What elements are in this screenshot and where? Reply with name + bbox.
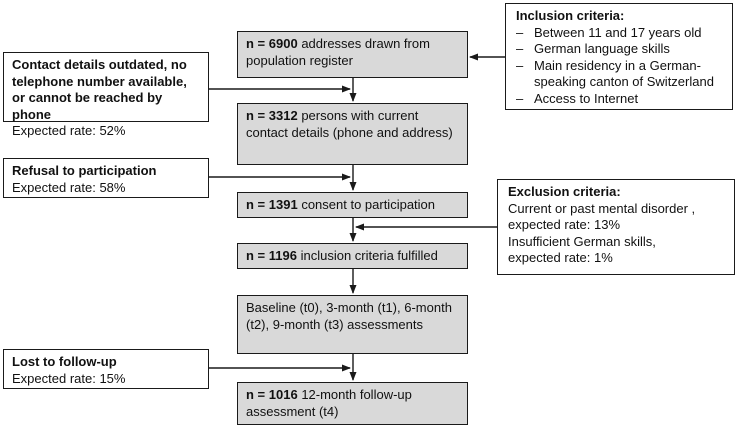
flow-box-label: inclusion criteria fulfilled	[300, 247, 438, 263]
flow-box-baseline-assessments: Baseline (t0), 3-month (t1), 6-month (t2…	[237, 295, 468, 354]
exclusion-criteria-line: Insufficient German skills,	[508, 233, 656, 249]
flow-box-n: n = 3312	[246, 108, 298, 123]
inclusion-criteria-item: – Main residency in a German-speaking ca…	[516, 57, 714, 90]
dropout-reason: Refusal to participation	[12, 163, 157, 178]
flow-box-n: n = 1196	[246, 247, 297, 263]
inclusion-criteria-heading: Inclusion criteria:	[516, 8, 625, 23]
flow-box-n: n = 6900	[246, 36, 298, 51]
flow-box-consent: n = 1391 consent to participation	[237, 192, 468, 218]
exclusion-criteria-line: Current or past mental disorder ,	[508, 200, 696, 216]
dash-bullet: –	[516, 90, 524, 106]
flow-box-label: persons with current contact details (ph…	[246, 108, 453, 140]
flow-box-label: consent to participation	[301, 196, 436, 212]
dropout-rate: Expected rate: 15%	[12, 370, 126, 386]
dash-bullet: –	[516, 24, 524, 40]
inclusion-criteria-item: – Access to Internet	[516, 90, 639, 106]
dropout-box-refusal: Refusal to participation Expected rate: …	[3, 158, 209, 198]
inclusion-criteria-item: – Between 11 and 17 years old	[516, 24, 702, 40]
flow-box-label: Baseline (t0), 3-month (t1), 6-month (t2…	[246, 300, 452, 332]
inclusion-criteria-item: – German language skills	[516, 41, 670, 56]
dropout-reason: Lost to follow-up	[12, 354, 117, 369]
exclusion-criteria-line: expected rate: 13%	[508, 217, 621, 232]
dropout-reason: Contact details outdated, no telephone n…	[12, 57, 187, 122]
flow-box-label: 12-month follow-up assessment (t4)	[246, 387, 412, 419]
dropout-rate: Expected rate: 52%	[12, 123, 126, 138]
exclusion-criteria-heading: Exclusion criteria:	[508, 184, 621, 199]
dash-bullet: –	[516, 41, 524, 56]
flow-box-inclusion-fulfilled: n = 1196 inclusion criteria fulfilled	[237, 243, 468, 269]
flow-box-label: addresses drawn from population register	[246, 36, 430, 68]
dropout-box-contact-outdated: Contact details outdated, no telephone n…	[3, 52, 209, 138]
dropout-box-lost-followup: Lost to follow-up Expected rate: 15%	[3, 349, 209, 389]
flow-box-addresses: n = 6900 addresses drawn from population…	[237, 31, 468, 78]
dropout-rate: Expected rate: 58%	[12, 179, 126, 195]
flow-box-n: n = 1016	[246, 387, 298, 402]
inclusion-criteria-box: Inclusion criteria: – Between 11 and 17 …	[505, 3, 733, 110]
exclusion-criteria-box: Exclusion criteria: Current or past ment…	[497, 179, 735, 275]
flow-box-followup: n = 1016 12-month follow-up assessment (…	[237, 382, 468, 425]
flow-box-n: n = 1391	[246, 196, 298, 212]
flow-box-contact-details: n = 3312 persons with current contact de…	[237, 103, 468, 165]
dash-bullet: –	[516, 57, 524, 73]
exclusion-criteria-line: expected rate: 1%	[508, 250, 613, 265]
